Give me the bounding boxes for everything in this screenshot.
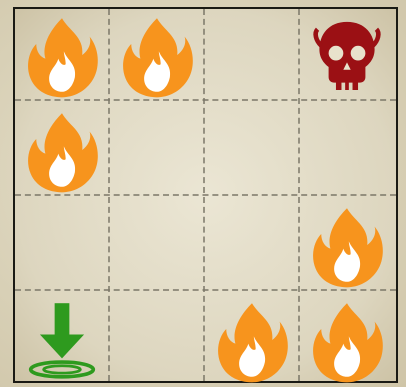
fire-icon <box>16 9 108 101</box>
skull-icon <box>301 9 393 101</box>
grid-line-v2 <box>203 9 205 381</box>
game-board <box>13 7 398 383</box>
fire-icon <box>301 199 393 291</box>
fire-icon <box>111 9 203 101</box>
grid-line-v1 <box>108 9 110 381</box>
grid-line-v3 <box>298 9 300 381</box>
fire-icon <box>16 104 108 196</box>
fire-icon <box>206 294 298 386</box>
fire-icon <box>301 294 393 386</box>
start-arrow-icon <box>16 294 108 386</box>
